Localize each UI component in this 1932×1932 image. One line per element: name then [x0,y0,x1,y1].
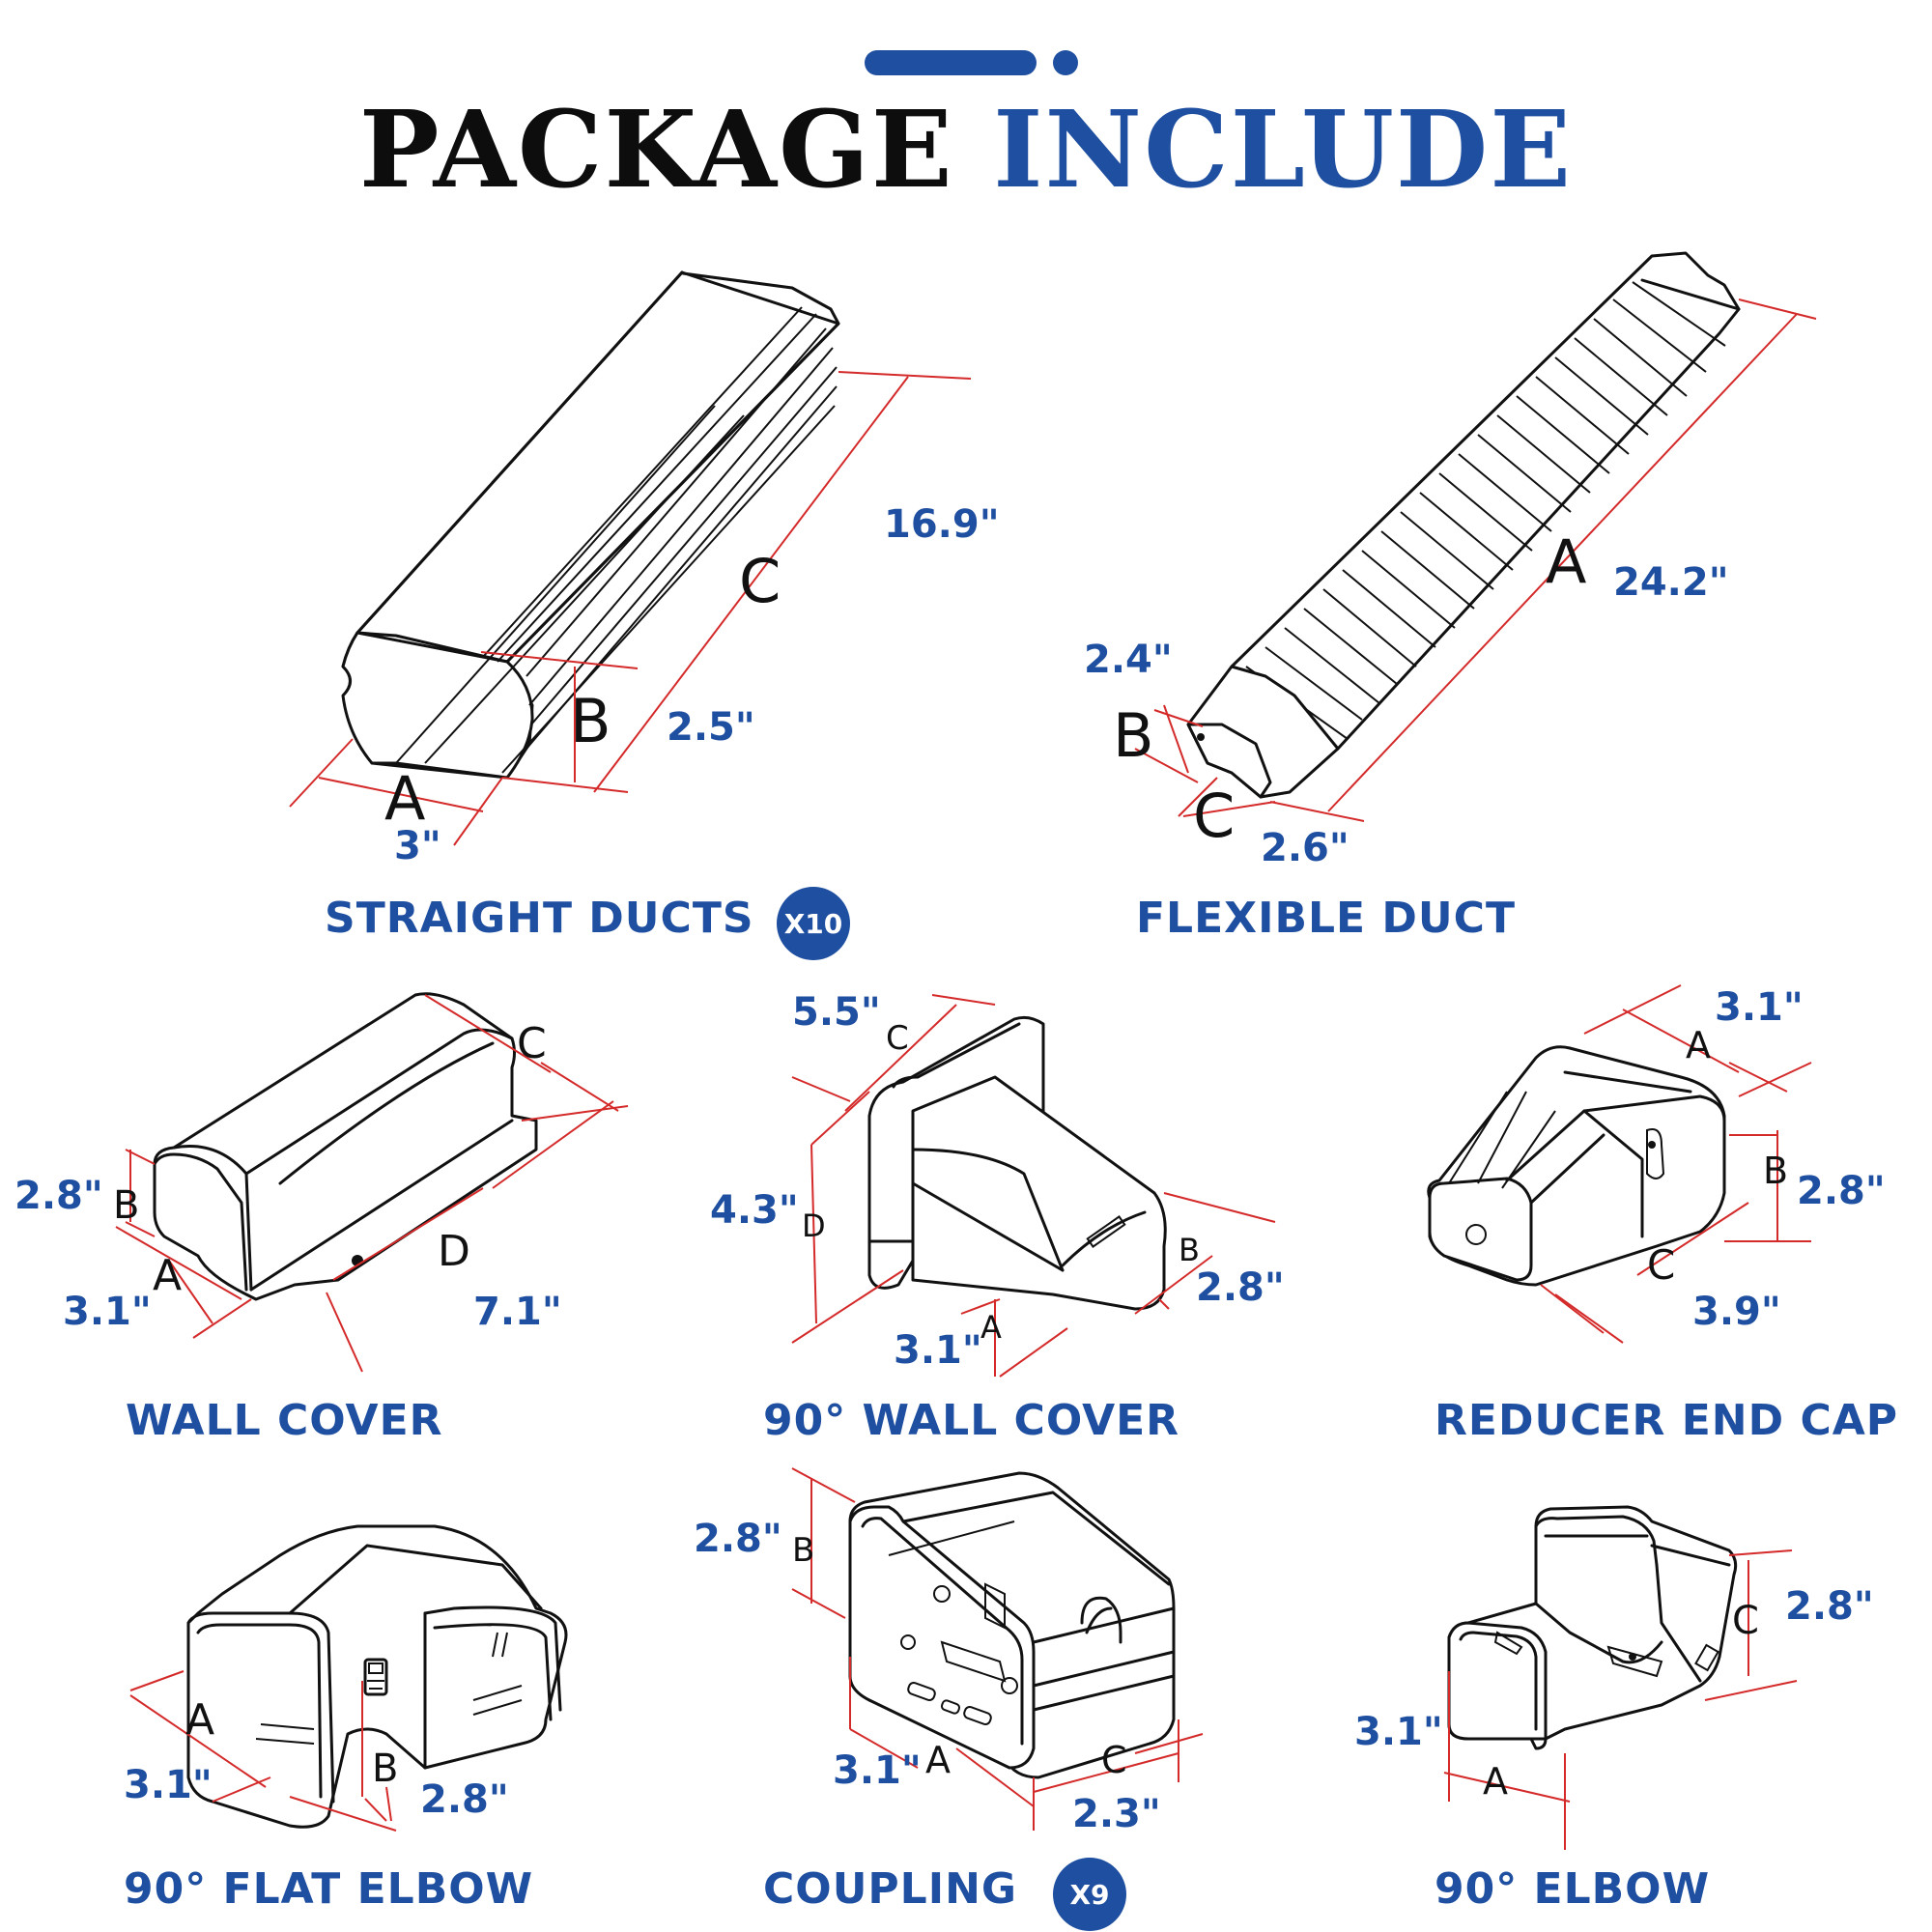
elbow-90-dim-c: 2.8" [1785,1584,1874,1629]
reducer-letter-c: C [1647,1241,1676,1289]
straight-duct-dim-c: 16.9" [884,502,1000,547]
wall-cover-dim-a: 3.1" [63,1290,152,1334]
straight-duct-letter-c: C [739,546,781,616]
straight-ducts-label: STRAIGHT DUCTS [325,894,754,943]
flexible-duct-label: FLEXIBLE DUCT [1136,894,1516,943]
wall-cover-90-label: 90° WALL COVER [763,1396,1180,1445]
reducer-letter-a: A [1686,1024,1711,1066]
straight-duct-dim-b: 2.5" [667,705,755,750]
wall-cover-90-dim-d: 4.3" [710,1188,799,1233]
flexible-duct-letter-c: C [1193,781,1236,851]
coupling-dim-b: 2.8" [694,1517,782,1561]
wall-cover-90-dim-b: 2.8" [1196,1265,1285,1310]
straight-duct-letter-a: A [384,763,426,834]
wall-cover-dim-d: 7.1" [473,1290,562,1334]
wall-cover-letter-b: B [113,1183,140,1228]
wall-cover-drawing [115,992,629,1373]
wall-cover-90-letter-d: D [802,1208,826,1244]
elbow-90-drawing [1443,1505,1798,1850]
flat-elbow-letter-a: A [185,1695,215,1745]
coupling-letter-c: C [1101,1739,1127,1781]
flexible-duct-dim-c: 2.6" [1261,826,1350,870]
straight-duct-drawing [289,270,972,846]
coupling-label: COUPLING [763,1864,1018,1914]
wall-cover-90-letter-c: C [886,1019,909,1058]
wall-cover-letter-d: D [438,1227,470,1276]
wall-cover-letter-c: C [517,1019,547,1068]
reducer-letter-b: B [1763,1150,1789,1192]
flat-elbow-letter-b: B [372,1747,399,1791]
wall-cover-label: WALL COVER [126,1396,443,1445]
page-title: PACKAGE INCLUDE [0,87,1932,212]
flat-elbow-drawing [129,1524,568,1832]
flexible-duct-dim-a: 24.2" [1613,560,1729,605]
coupling-qty-badge: X9 [1053,1858,1126,1931]
reducer-end-cap-drawing [1427,984,1812,1344]
wall-cover-90-letter-a: A [980,1309,1002,1346]
flex-corrugations [1245,281,1726,740]
wall-cover-letter-a: A [153,1251,183,1300]
reducer-dim-a: 3.1" [1715,985,1804,1030]
header-accent-dot [1053,50,1078,75]
flexible-duct-letter-a: A [1546,526,1587,597]
coupling-drawing [791,1467,1204,1831]
flat-elbow-dim-b: 2.8" [420,1777,509,1822]
wall-cover-90-drawing [791,994,1276,1378]
straight-duct-dim-a: 3" [394,824,441,868]
wall-cover-dim-b: 2.8" [14,1174,103,1218]
flat-elbow-dim-a: 3.1" [124,1763,213,1807]
flexible-duct-drawing [1134,251,1817,822]
flat-elbow-label: 90° FLAT ELBOW [124,1864,534,1914]
elbow-90-letter-c: C [1732,1599,1759,1643]
header-accent-bar [865,50,1037,75]
straight-duct-letter-b: B [570,686,611,756]
title-part-include: INCLUDE [993,87,1574,212]
elbow-90-label: 90° ELBOW [1435,1864,1711,1914]
wall-cover-90-dim-a: 3.1" [894,1328,982,1373]
flexible-duct-dim-b: 2.4" [1084,638,1173,682]
coupling-dim-c: 2.3" [1072,1792,1161,1836]
coupling-dim-a: 3.1" [833,1748,922,1793]
elbow-90-dim-a: 3.1" [1354,1710,1443,1754]
wall-cover-90-letter-b: B [1179,1232,1200,1268]
flexible-duct-letter-b: B [1113,700,1154,771]
title-part-package: PACKAGE [358,87,954,212]
elbow-90-letter-a: A [1483,1760,1508,1803]
straight-ducts-qty-badge: X10 [777,887,850,960]
wall-cover-90-dim-c: 5.5" [792,990,881,1035]
reducer-dim-c: 3.9" [1692,1290,1781,1334]
coupling-letter-b: B [792,1531,815,1570]
reducer-dim-b: 2.8" [1797,1169,1886,1213]
coupling-letter-a: A [925,1739,951,1781]
reducer-end-cap-label: REDUCER END CAP [1435,1396,1899,1445]
